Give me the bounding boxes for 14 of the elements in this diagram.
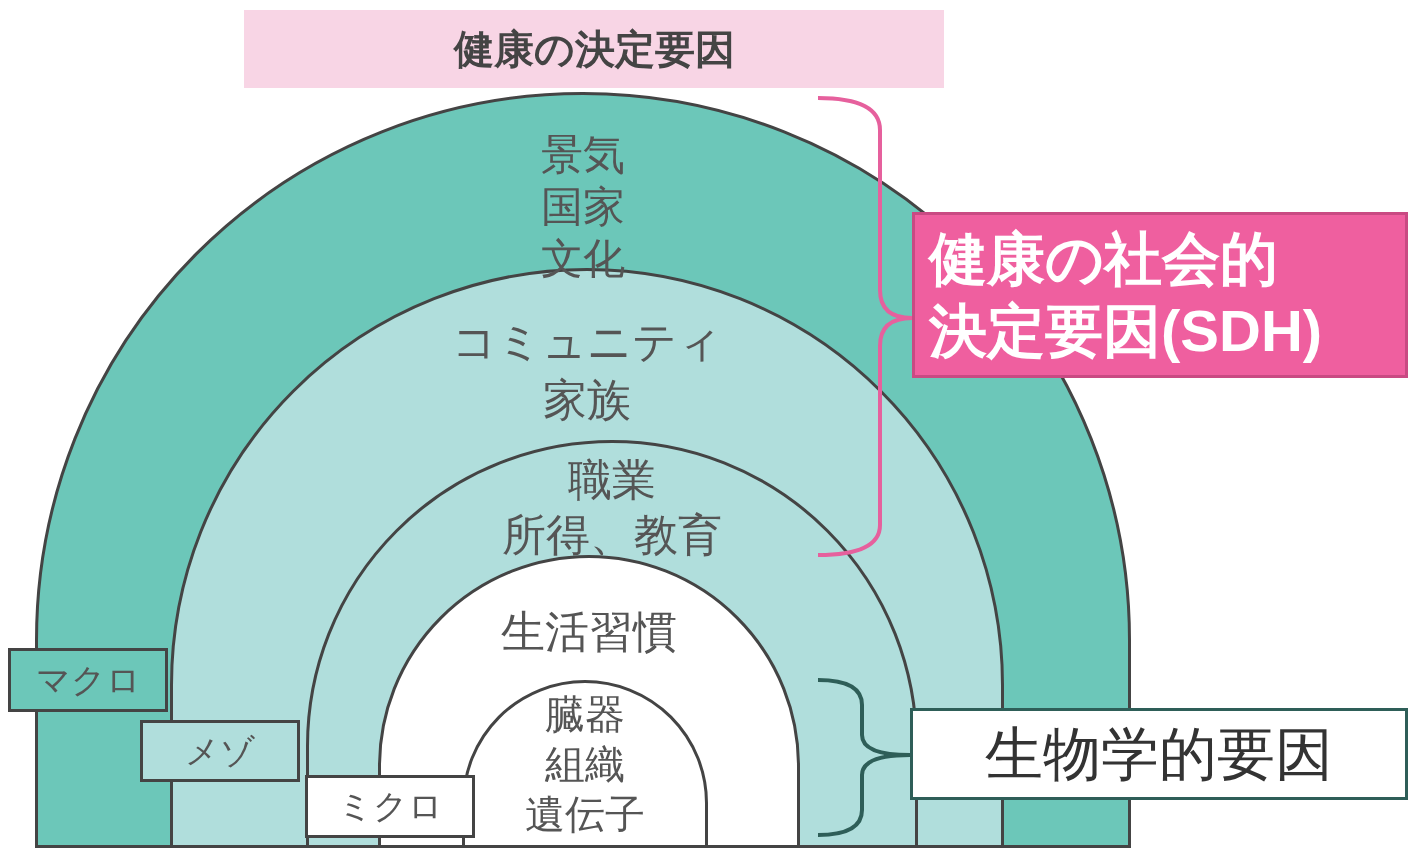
layer-label: 景気 bbox=[541, 132, 625, 179]
layer-label: 臓器 bbox=[545, 692, 625, 736]
layer-label: 遺伝子 bbox=[525, 792, 645, 836]
callout-box: 健康の社会的決定要因(SDH) bbox=[912, 212, 1408, 378]
title-banner: 健康の決定要因 bbox=[244, 10, 944, 88]
layer-label: コミュニティ bbox=[452, 318, 722, 367]
layer-label: 国家 bbox=[541, 184, 625, 231]
layer-label: 生活習慣 bbox=[501, 608, 677, 657]
level-label: マクロ bbox=[8, 648, 168, 712]
layer-label: 職業 bbox=[568, 456, 656, 505]
layer-label: 組織 bbox=[545, 742, 625, 786]
layer-label: 所得、教育 bbox=[502, 511, 722, 560]
layer-label: 家族 bbox=[543, 376, 631, 425]
callout-box: 生物学的要因 bbox=[910, 708, 1408, 800]
